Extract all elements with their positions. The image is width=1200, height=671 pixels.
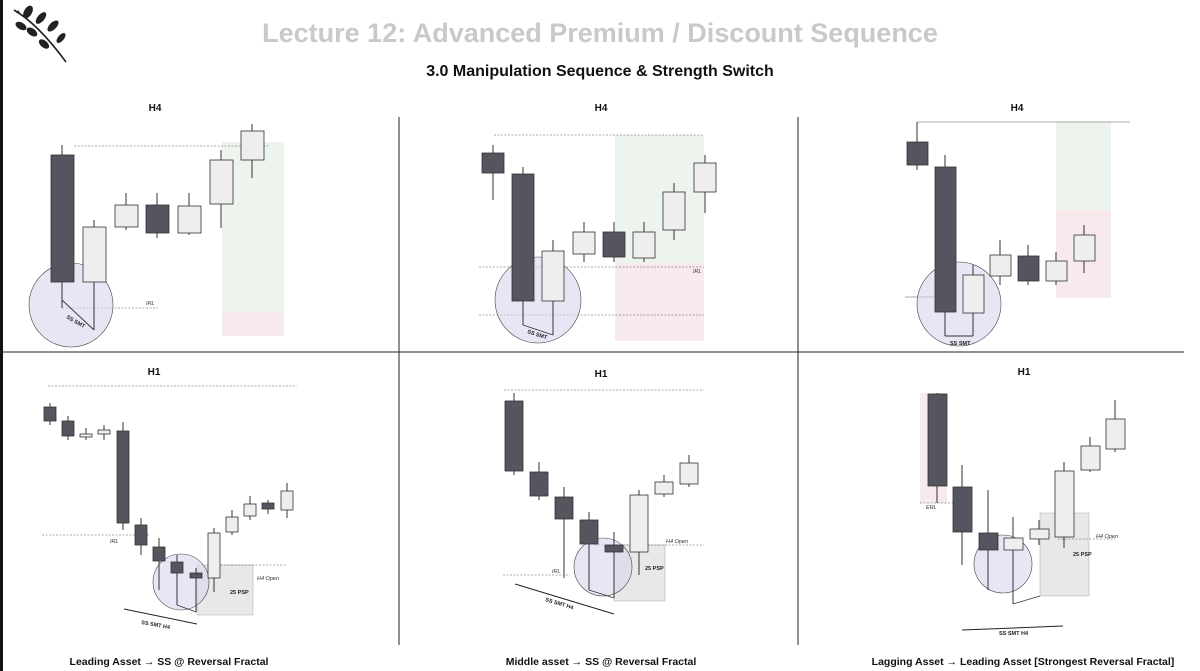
section-subtitle: 3.0 Manipulation Sequence & Strength Swi… [426,63,774,80]
caption-middle-asset: Middle asset → SS @ Reversal Fractal [505,656,697,668]
branch-leaf-icon [13,5,67,63]
h4-open-label: H4 Open [1096,534,1118,540]
candles [50,124,265,330]
psp-label: 25 PSP [645,566,664,572]
panel-4-timeframe: H1 [147,367,161,378]
panel-6-timeframe: H1 [1017,367,1031,378]
candles [481,145,717,335]
irl-label: IRL [552,569,561,575]
caption-lagging-asset: Lagging Asset → Leading Asset [Strongest… [871,656,1175,668]
ss-smt-h4-label: SS SMT H4 [141,620,172,631]
left-edge-bar [0,0,3,671]
ss-smt-label: SS SMT [950,341,971,347]
candles [927,393,1126,604]
panel-2-timeframe: H4 [594,103,608,114]
irl-label: IRL [146,301,155,307]
panel-1-timeframe: H4 [148,103,162,114]
candles [906,122,1096,336]
ss-smt-h4-label: SS SMT H4 [999,631,1029,637]
irl-label: IRL [110,539,119,545]
panel-3-timeframe: H4 [1010,103,1024,114]
irl-label: IRL [693,269,702,275]
h4-open-label: H4 Open [257,576,279,582]
psp-label: 25 PSP [1073,552,1092,558]
h4-open-label: H4 Open [666,539,688,545]
discount-zone [1056,122,1111,210]
panel-5-timeframe: H1 [594,369,608,380]
lecture-title: Lecture 12: Advanced Premium / Discount … [262,18,938,48]
premium-zone [222,312,284,336]
premium-zone [615,263,704,341]
candles [504,393,699,598]
discount-zone [615,135,704,263]
psp-label: 25 PSP [230,590,249,596]
smt-circle [152,553,210,611]
caption-leading-asset: Leading Asset → SS @ Reversal Fractal [69,656,269,668]
candles [43,403,294,612]
erl-label: ERL [926,505,937,511]
